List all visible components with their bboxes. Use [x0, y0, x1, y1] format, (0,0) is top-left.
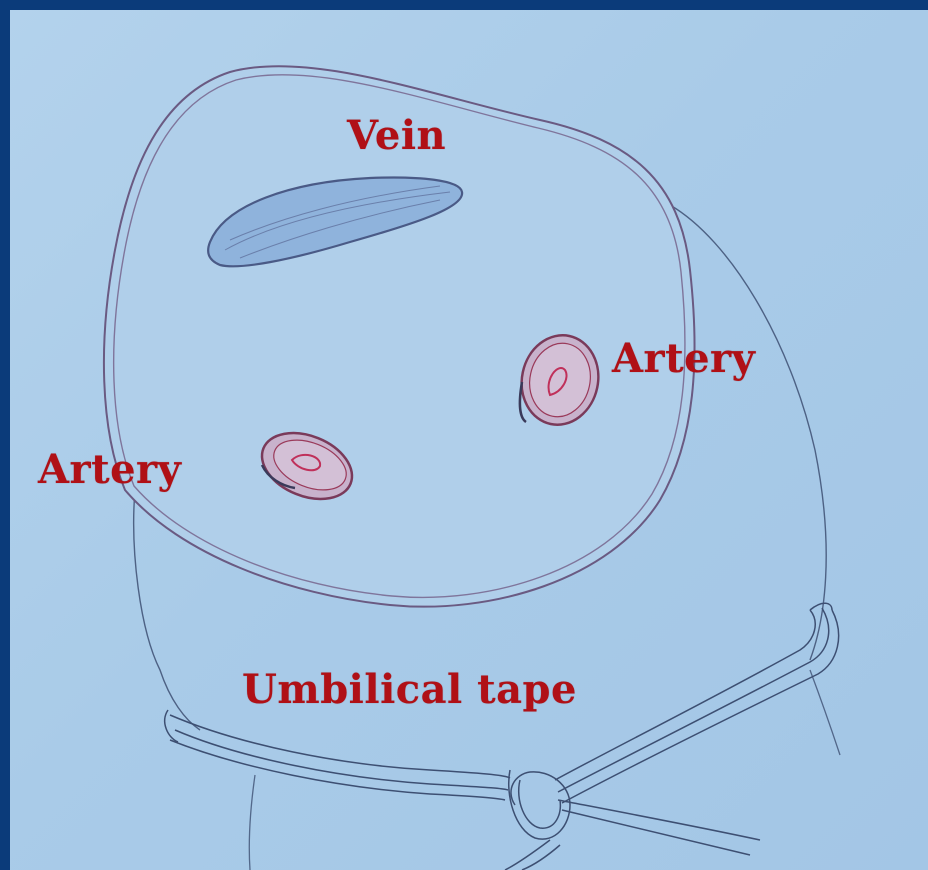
artery-right-label: Artery: [612, 335, 755, 382]
umbilical-tape-label: Umbilical tape: [242, 666, 577, 713]
cord-lower-right-outline: [810, 670, 840, 755]
umbilical-tape-drawing: [165, 603, 839, 870]
umbilical-cord-sketch: [10, 10, 928, 870]
cord-lower-left-outline: [249, 775, 255, 870]
sketch-paper: Vein Artery Artery Umbilical tape: [10, 10, 928, 870]
artery-left-label: Artery: [38, 446, 181, 493]
vein-label: Vein: [347, 112, 446, 159]
